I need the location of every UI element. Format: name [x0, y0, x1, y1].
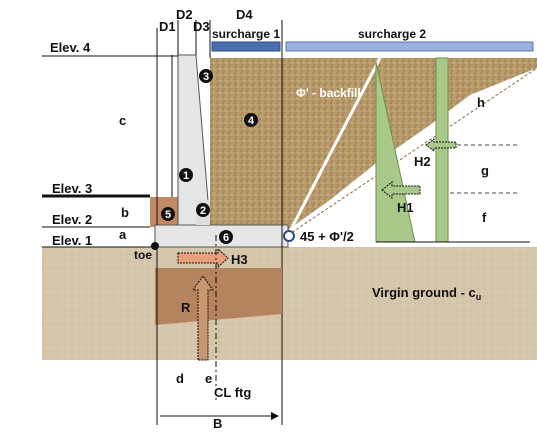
r-label: R — [181, 300, 191, 315]
d4-label: D4 — [236, 7, 253, 22]
angle-label: 45 + Φ'/2 — [300, 229, 354, 244]
d-label: d — [176, 371, 184, 386]
h1-label: H1 — [397, 200, 414, 215]
bearing-pressure-block — [155, 268, 282, 325]
surcharge-2-label: surcharge 2 — [358, 27, 426, 41]
height-a-label: a — [119, 227, 127, 242]
surcharge-1-label: surcharge 1 — [212, 27, 280, 41]
height-c-label: c — [119, 113, 126, 128]
virgin-ground-label: Virgin ground - cu — [372, 285, 481, 302]
h2-label: H2 — [414, 154, 431, 169]
r-arrow — [192, 275, 214, 361]
b-label: B — [213, 416, 222, 431]
d3-label: D3 — [193, 19, 210, 34]
elev2-label: Elev. 2 — [52, 212, 92, 227]
region-markers: 1 2 3 4 5 6 — [161, 69, 258, 244]
region-3-label: 3 — [203, 71, 209, 83]
surcharge-2-bar — [285, 41, 534, 52]
toe-point — [151, 242, 159, 250]
h2-arrow — [425, 138, 457, 152]
h2-pressure-rect — [435, 57, 449, 243]
height-g-label: g — [481, 163, 489, 178]
backfill-soil — [210, 58, 537, 232]
region-6-label: 6 — [223, 232, 229, 244]
failure-plane — [286, 57, 382, 236]
heel-point — [283, 230, 295, 242]
cl-footing-label: CL ftg — [214, 385, 251, 400]
region-5-label: 5 — [165, 209, 171, 221]
toe-label: toe — [134, 248, 152, 262]
elev3-label: Elev. 3 — [52, 181, 92, 196]
surcharge-1-bar — [211, 41, 281, 52]
region-1-label: 1 — [183, 170, 189, 182]
backfill-label: Φ' - backfill — [296, 86, 361, 100]
h1-arrow — [381, 180, 421, 200]
height-b-label: b — [121, 205, 129, 220]
region-4-label: 4 — [248, 115, 255, 127]
height-h-label: h — [477, 95, 485, 110]
elev4-label: Elev. 4 — [50, 40, 91, 55]
h3-label: H3 — [231, 252, 248, 267]
d1-label: D1 — [159, 19, 176, 34]
region-2-label: 2 — [200, 205, 206, 217]
virgin-ground — [42, 247, 537, 360]
elev1-label: Elev. 1 — [52, 233, 92, 248]
e-label: e — [205, 371, 212, 386]
d2-label: D2 — [176, 7, 193, 22]
height-f-label: f — [482, 210, 487, 225]
